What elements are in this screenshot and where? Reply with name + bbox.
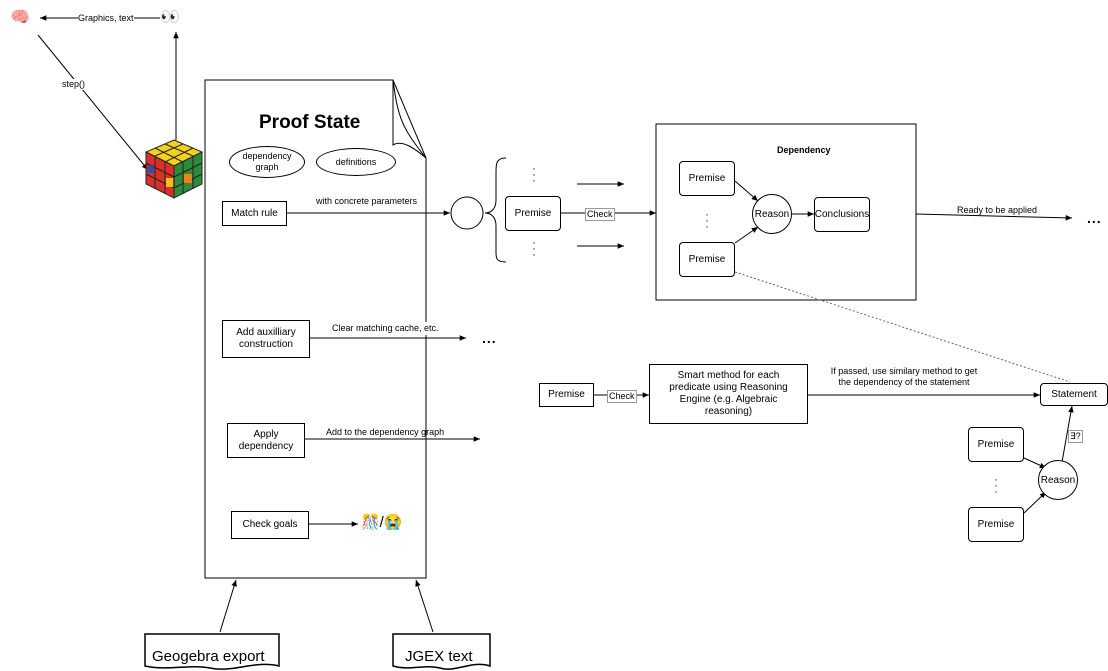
jgex-to-proof-arrow	[415, 579, 434, 633]
dependency-vdots: ···	[705, 209, 709, 233]
lower-reason-circle: Reason	[1038, 460, 1078, 500]
dotted-link	[734, 271, 1071, 383]
dependency-reason-circle: Reason	[752, 194, 792, 234]
match-circle	[450, 196, 484, 230]
right-ellipsis: ...	[1087, 210, 1102, 226]
aux-ellipsis: ...	[482, 330, 497, 346]
ready-to-apply-label: Ready to be applied	[957, 205, 1038, 215]
statement-box: Statement	[1040, 383, 1108, 406]
apply-dep-edge-label: Add to the dependency graph	[326, 427, 445, 437]
vdots-bottom: ···	[532, 237, 536, 261]
jgex-text-label: JGEX text	[405, 648, 473, 665]
lower-premise-box: Premise	[539, 383, 594, 407]
vdots-top: ···	[532, 163, 536, 187]
geogebra-export-label: Geogebra export	[152, 648, 265, 665]
middle-premise-box: Premise	[505, 196, 561, 231]
check-label: Check	[585, 208, 615, 221]
lower-premise-top: Premise	[968, 427, 1024, 462]
geogebra-doc-shape	[144, 633, 280, 670]
lower-premise-bottom: Premise	[968, 507, 1024, 542]
apply-dependency-box: Apply dependency	[227, 423, 305, 458]
exists-label: ∃?	[1068, 430, 1083, 443]
ready-to-apply-arrow	[915, 213, 1073, 221]
dependency-premise-top: Premise	[679, 161, 735, 196]
passed-label: If passed, use similary method to get th…	[830, 366, 978, 387]
lower-check-label: Check	[607, 390, 637, 403]
geogebra-to-proof-arrow	[219, 579, 237, 633]
match-rule-box: Match rule	[222, 201, 287, 226]
conclusions-box: Conclusions	[814, 197, 870, 232]
eyes-icon: 👀	[160, 9, 180, 26]
goal-result-icons: 🎊/😭	[361, 514, 403, 531]
document-fold	[392, 79, 427, 159]
premise-bottom-to-reason	[734, 226, 759, 244]
match-brace	[484, 157, 507, 263]
dependency-premise-bottom: Premise	[679, 242, 735, 277]
graphics-text-label: Graphics, text	[78, 13, 134, 24]
step-label: step()	[62, 79, 86, 90]
definitions-ellipse: definitions	[316, 148, 396, 176]
dependency-graph-ellipse: dependency graph	[229, 146, 305, 178]
rubiks-cube-icon	[144, 139, 204, 199]
premise-top-to-reason	[734, 180, 759, 202]
lower-premise-bottom-to-reason	[1023, 491, 1047, 514]
lower-vdots: ···	[994, 474, 998, 498]
add-aux-edge-label: Clear matching cache, etc.	[330, 322, 441, 335]
check-goals-box: Check goals	[231, 511, 309, 539]
add-aux-box: Add auxilliary construction	[222, 320, 310, 358]
match-rule-edge-label: with concrete parameters	[316, 196, 418, 206]
dependency-title: Dependency	[777, 145, 831, 155]
brain-icon: 🧠	[10, 9, 30, 26]
reason-to-statement	[1061, 405, 1074, 463]
proof-state-title: Proof State	[259, 112, 361, 133]
smart-method-box: Smart method for each predicate using Re…	[649, 364, 808, 424]
jgex-doc-shape	[392, 633, 491, 670]
brain-to-cube-arrow	[37, 34, 149, 171]
